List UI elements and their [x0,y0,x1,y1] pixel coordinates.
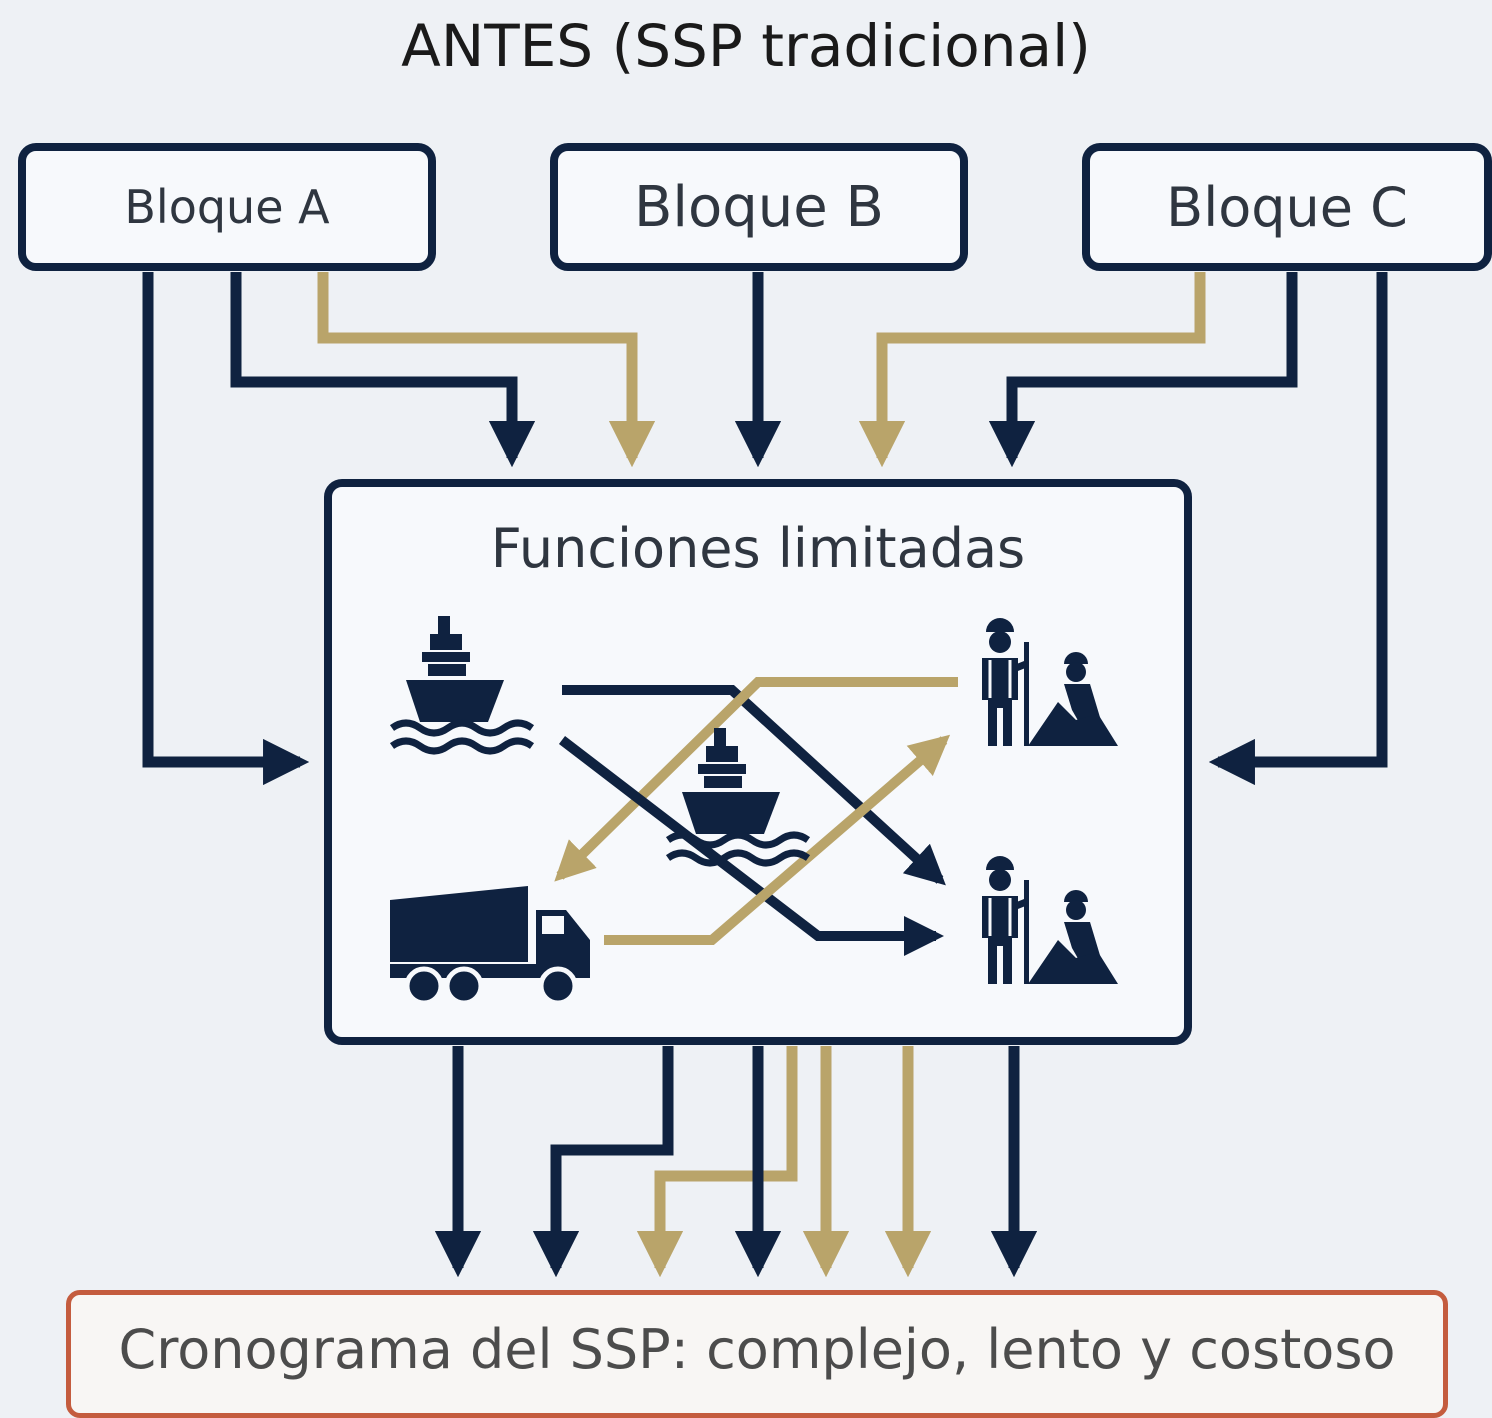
arrow-a-to-center-top [230,272,536,468]
block-a-label: Bloque A [124,180,330,234]
block-c-label: Bloque C [1166,175,1408,239]
block-c: Bloque C [1082,143,1492,271]
block-b: Bloque B [550,143,968,271]
limited-functions-box: Funciones limitadas [324,479,1192,1045]
block-a: Bloque A [18,143,436,271]
bottom-connectors [434,1046,1038,1278]
arrow-a-gold-to-center [317,272,656,468]
arrow-to-result-2 [532,1046,674,1278]
result-box: Cronograma del SSP: complejo, lento y co… [66,1290,1448,1418]
arrow-c-to-center-right [1208,272,1388,786]
arrow-a-to-center-left [142,272,310,786]
arrow-c-gold-to-center [858,272,1206,468]
limited-functions-title: Funciones limitadas [490,517,1026,580]
result-label: Cronograma del SSP: complejo, lento y co… [118,1317,1396,1381]
block-b-label: Bloque B [634,174,884,240]
top-connectors [142,272,1388,786]
diagram-title: ANTES (SSP tradicional) [401,12,1091,80]
arrow-to-result-3-gold [636,1046,798,1278]
arrow-c-to-center-top [988,272,1298,468]
